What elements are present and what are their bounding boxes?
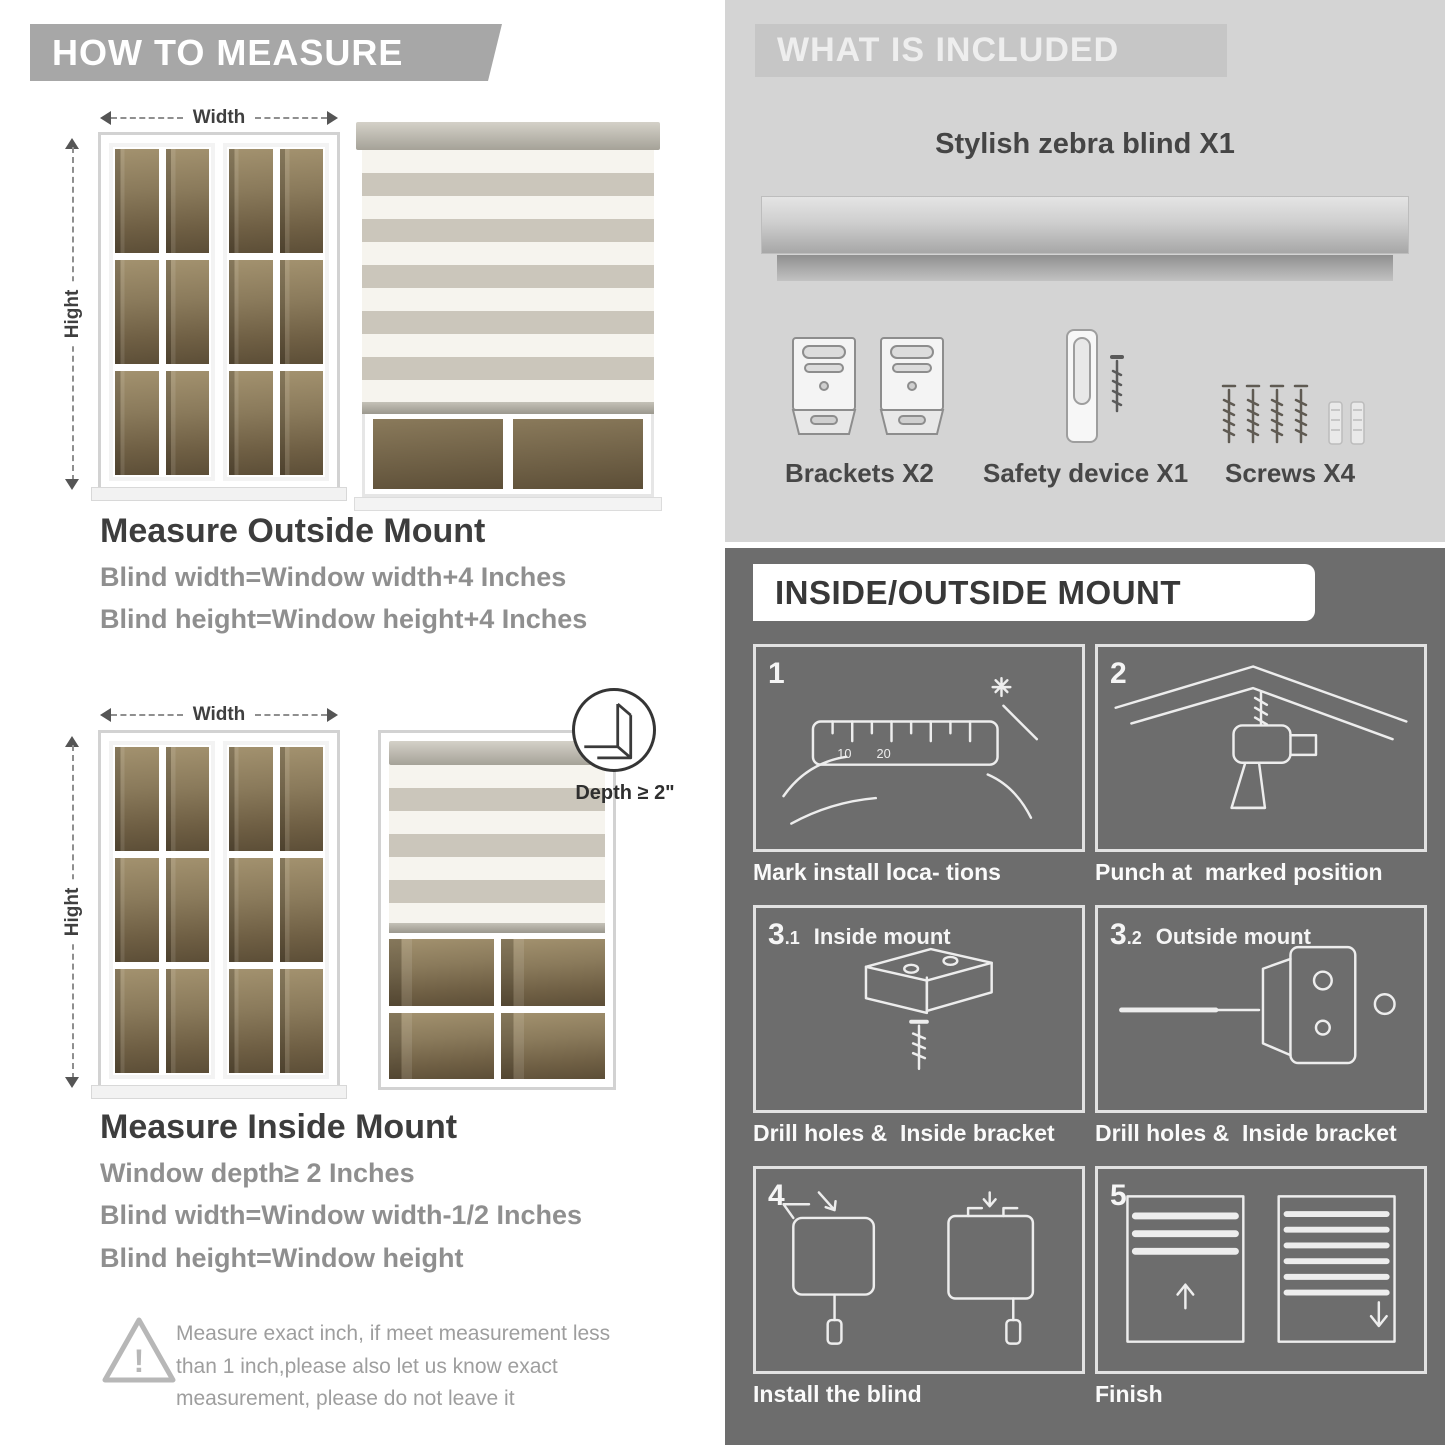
ruler-hands-icon: 10 20 [782,677,1039,825]
svg-text:10: 10 [837,746,851,761]
arrow-left-icon [100,111,111,125]
width-label: Width [192,704,246,725]
measure-outside-title: Measure Outside Mount [100,512,486,550]
what-is-included-banner: WHAT IS INCLUDED [755,24,1227,77]
blind-stripes [389,765,605,923]
window-behind-blind [389,933,605,1079]
width-arrow-outside: Width [100,107,338,129]
measurement-note: Measure exact inch, if meet measurement … [176,1318,646,1416]
mount-steps-grid: 1 10 [753,644,1429,1411]
brackets-label: Brackets X2 [785,458,934,488]
blind-headrail [389,741,605,765]
arrow-right-icon [327,708,338,722]
step-caption: Install the blind [753,1381,922,1407]
step-caption: Finish [1095,1381,1163,1407]
width-arrow-inside: Width [100,704,338,726]
step-number: 3 [1110,918,1127,951]
window-sash [223,741,329,1079]
window-sash [109,143,215,481]
depth-label: Depth ≥ 2" [575,782,675,804]
window-illustration-inside [91,730,347,1099]
step-inside-mount-bracket: 3.1 Inside mount [753,905,1085,1150]
note-line-2: than 1 inch,please also let us know exac… [176,1354,558,1378]
inside-formula-depth: Window depth≥ 2 Inches [100,1158,415,1188]
height-label: Hight [60,879,86,945]
step-caption: Punch at marked position [1095,859,1383,885]
screws-label: Screws X4 [1225,458,1356,488]
outside-formula-height: Blind height=Window height+4 Inches [100,604,588,634]
safety-device-label: Safety device X1 [983,458,1189,488]
blind-bottomrail [389,923,605,933]
step-punch-position: 2 [1095,644,1427,889]
step-number: 5 [1110,1179,1127,1212]
step-number: 2 [1110,657,1127,690]
outside-mount-label: Outside mount [1155,924,1311,949]
svg-text:20: 20 [877,746,891,761]
inside-mount-label: Inside mount [813,924,951,949]
step-number: 1 [768,657,785,690]
zebra-blind-outside-illustration [354,122,662,511]
svg-text:!: ! [134,1343,145,1379]
frame-corner-icon [584,702,633,760]
bracket-drill-icon [1119,945,1396,1065]
note-line-3: measurement, please do not leave it [176,1387,515,1411]
blind-bottomrail [362,402,654,414]
blind-stripes [362,150,654,402]
height-arrow-outside: Hight [60,138,86,490]
finished-blinds-icon [1126,1195,1396,1343]
depth-detail-circle [572,688,656,772]
drill-icon [1114,665,1408,810]
safety-device-icon [1066,329,1124,443]
window-sill [354,497,662,511]
product-name: Stylish zebra blind X1 [935,128,1235,160]
measure-inside-title: Measure Inside Mount [100,1108,458,1146]
install-blind-icon [782,1191,1035,1345]
window-sash [109,741,215,1079]
blind-headrail [356,122,660,150]
step-outside-mount-bracket: 3.2 Outside mount [1095,905,1427,1150]
how-to-measure-banner: HOW TO MEASURE [30,24,502,81]
step-caption: Mark install loca- tions [753,859,1001,885]
screws-icon [1221,384,1365,445]
window-behind-blind [362,414,654,497]
window-sash [223,143,329,481]
inside-formula-height: Blind height=Window height [100,1243,464,1273]
height-label: Hight [60,281,86,347]
outside-formula-width: Blind width=Window width+4 Inches [100,562,567,592]
mount-instructions-panel: INSIDE/OUTSIDE MOUNT 1 [725,548,1445,1445]
step-mark-locations: 1 10 [753,644,1085,889]
warning-triangle-icon: ! [102,1317,176,1383]
bracket-screw-icon [864,947,993,1071]
step-finish: 5 Finish [1095,1166,1427,1411]
what-is-included-title: WHAT IS INCLUDED [777,31,1120,69]
mount-section-title: INSIDE/OUTSIDE MOUNT [775,573,1182,611]
step-install-blind: 4 [753,1166,1085,1411]
mount-section-title-chip: INSIDE/OUTSIDE MOUNT [753,564,1315,621]
zebra-blind-inside-illustration [378,730,616,1090]
width-label: Width [192,107,246,128]
note-line-1: Measure exact inch, if meet measurement … [176,1322,611,1345]
what-is-included-panel: WHAT IS INCLUDED Stylish zebra blind X1 [725,0,1445,542]
arrow-left-icon [100,708,111,722]
arrow-down-icon [65,479,79,490]
how-to-measure-title: HOW TO MEASURE [52,31,404,73]
height-arrow-inside: Hight [60,736,86,1088]
brackets-icon [791,337,945,435]
step-number: 4 [768,1179,785,1212]
inside-formula-width: Blind width=Window width-1/2 Inches [100,1200,583,1230]
window-illustration-outside [91,132,347,501]
step-caption: Drill holes & Inside bracket [1095,1120,1397,1146]
headrail-illustration [761,196,1409,254]
arrow-right-icon [327,111,338,125]
arrow-down-icon [65,1077,79,1088]
step-number: 3 [768,918,785,951]
arrow-up-icon [65,138,79,149]
step-caption: Drill holes & Inside bracket [753,1120,1055,1146]
arrow-up-icon [65,736,79,747]
headrail-underbar [777,255,1393,281]
